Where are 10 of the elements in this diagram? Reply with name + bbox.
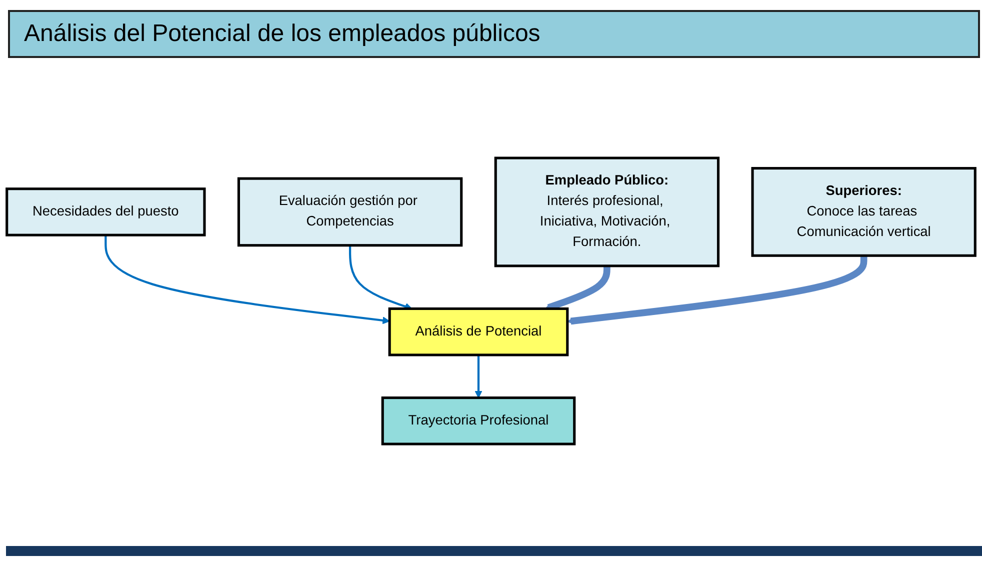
node-box: Necesidades del puesto [6, 188, 206, 236]
title-banner: Análisis del Potencial de los empleados públicos [8, 10, 980, 58]
node-box: Superiores: Conoce las tareas Comunicación vertical [751, 166, 976, 257]
node-box: Trayectoria Profesional [381, 396, 576, 446]
node-box: Empleado Público: Interés profesional, Iniciativa, Motivación, Formación. [494, 156, 720, 268]
arrow [474, 354, 482, 398]
arrow [567, 256, 868, 325]
node-box: Análisis de Potencial [388, 307, 569, 356]
node-box: Evaluación gestión por Competencias [237, 177, 463, 247]
arrow [104, 235, 390, 324]
